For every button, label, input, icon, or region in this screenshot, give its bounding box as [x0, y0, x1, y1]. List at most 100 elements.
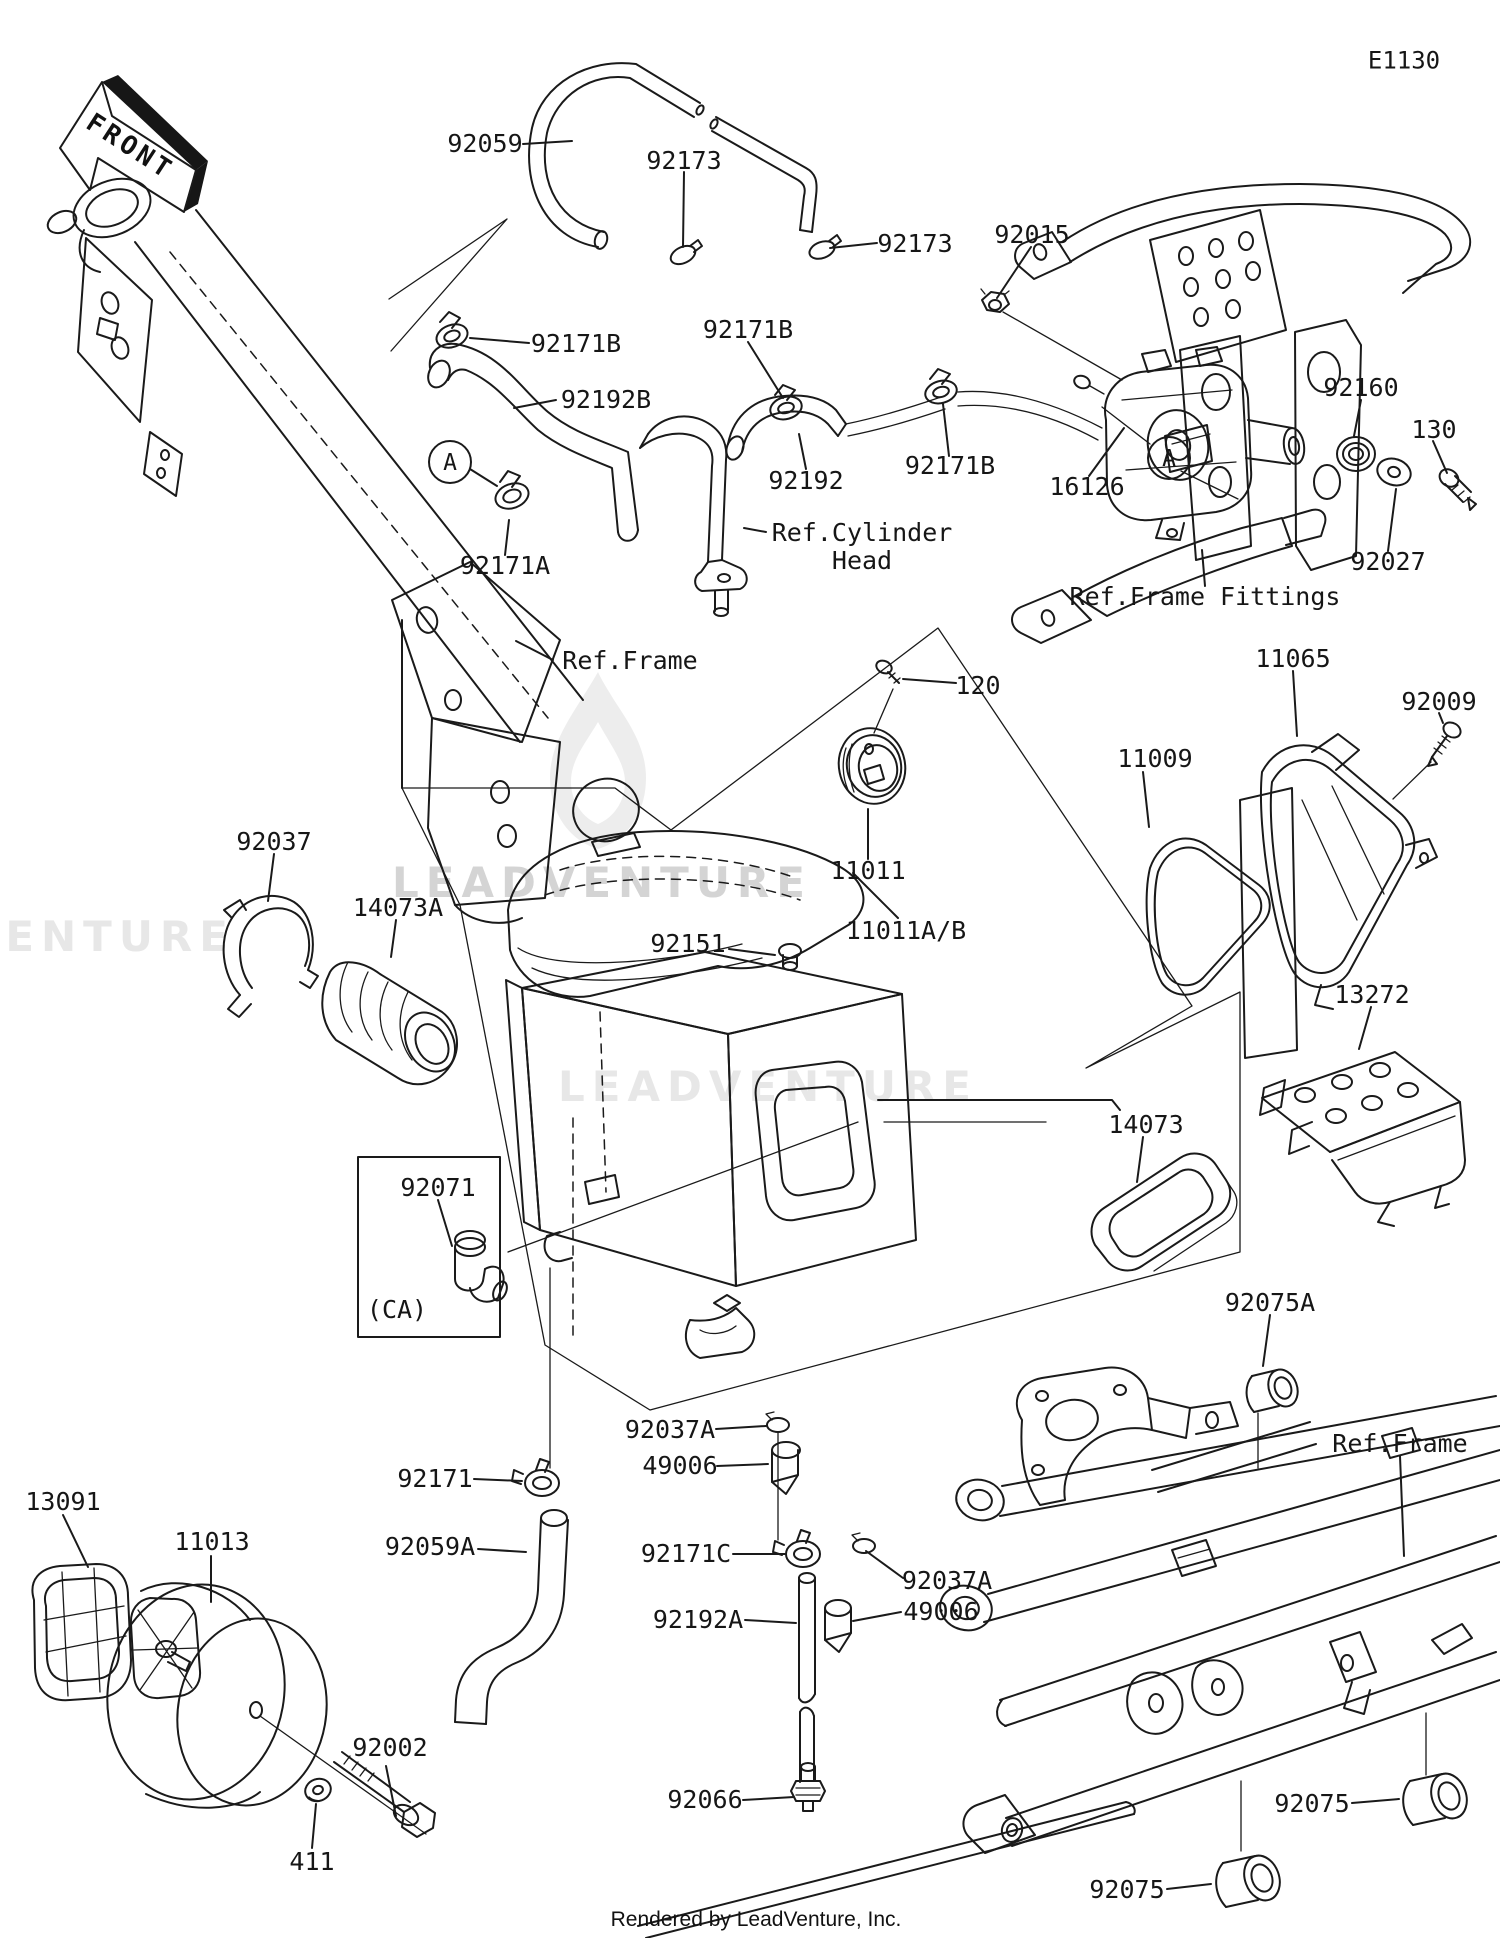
- cover-11065: [1239, 733, 1438, 1059]
- part-label-130: 130: [1411, 415, 1457, 444]
- valve-16126: [1073, 346, 1306, 541]
- ref-label-frame-fittings: Ref.Frame Fittings: [1069, 582, 1341, 611]
- part-label-92059: 92059: [447, 129, 523, 158]
- render-credit-caption: Rendered by LeadVenture, Inc.: [610, 1908, 902, 1931]
- watermark-flame-icon: [550, 672, 646, 849]
- part-label-92075-2: 92075: [1089, 1875, 1165, 1904]
- part-label-92075a: 92075A: [1224, 1288, 1316, 1317]
- pipe-92192a: [798, 1572, 816, 1783]
- part-label-14073: 14073: [1108, 1110, 1184, 1139]
- frame-front-section: [46, 177, 640, 924]
- clamp-92171c-icon: [772, 1529, 821, 1568]
- drain-fittings: [454, 1411, 876, 1812]
- tube-49006-icon: [824, 1599, 852, 1653]
- screw-92009-icon: [1427, 721, 1462, 767]
- part-label-411: 411: [289, 1847, 335, 1876]
- bushing-92075-icon: [1215, 1854, 1281, 1908]
- clamp-92171b-icon: [769, 384, 803, 421]
- note-label-ca: (CA): [366, 1295, 428, 1324]
- rear-frame: [637, 1366, 1500, 1938]
- clamp-92173-icon: [669, 239, 703, 266]
- part-label-11065: 11065: [1255, 644, 1331, 673]
- frame-fittings: [1011, 183, 1472, 644]
- part-label-11011ab: 11011A/B: [845, 916, 967, 945]
- part-label-92075: 92075: [1274, 1789, 1350, 1818]
- detail-marker-a-left: A: [443, 450, 457, 476]
- bracket-13272: [1259, 1051, 1466, 1227]
- part-label-92171c: 92171C: [640, 1539, 732, 1568]
- part-label-92009: 92009: [1401, 687, 1477, 716]
- part-label-92171a: 92171A: [459, 551, 551, 580]
- clamp-92171-icon: [511, 1458, 560, 1497]
- part-label-92059a: 92059A: [384, 1532, 476, 1561]
- elbow-92071-icon: [454, 1230, 508, 1303]
- fitting-92066-icon: [790, 1762, 826, 1812]
- grommet-92037a-icon: [765, 1411, 790, 1433]
- clamp-92171b-icon: [435, 311, 469, 349]
- cap-11011: [837, 727, 907, 805]
- seal-11009: [1145, 837, 1271, 996]
- part-label-92037: 92037: [236, 827, 312, 856]
- part-label-92002: 92002: [352, 1733, 428, 1762]
- vent-pipe-cylinder-head: [639, 415, 748, 617]
- bushing-92075a-icon: [1245, 1368, 1299, 1413]
- damper-92160-icon: [1336, 436, 1376, 472]
- part-label-92171b: 92171B: [530, 329, 622, 358]
- part-label-92015: 92015: [994, 220, 1070, 249]
- part-label-92027: 92027: [1350, 547, 1426, 576]
- leader-lines: [62, 140, 1448, 1890]
- page-code: E1130: [1367, 46, 1441, 75]
- hose-92059: [528, 62, 818, 250]
- part-label-92171b-3: 92171B: [904, 451, 996, 480]
- part-label-11013: 11013: [174, 1527, 250, 1556]
- clamp-92171b-icon: [924, 368, 958, 405]
- watermark-text-fragment: LEADVENTURE: [558, 1062, 978, 1111]
- ca-option-box: [357, 1156, 508, 1338]
- pad-14073: [1090, 1152, 1238, 1272]
- tube-49006-icon: [771, 1441, 801, 1495]
- part-label-92160: 92160: [1323, 373, 1399, 402]
- part-label-92192: 92192: [768, 466, 844, 495]
- washer-92027-icon: [1376, 457, 1412, 487]
- watermark-text-fragment: LEADVENTURE: [0, 912, 235, 961]
- part-label-11011: 11011: [830, 856, 906, 885]
- part-label-49006: 49006: [642, 1451, 718, 1480]
- air-cleaner-housing: [401, 627, 1241, 1411]
- part-label-92173-2: 92173: [877, 229, 953, 258]
- part-label-92171b-2: 92171B: [702, 315, 794, 344]
- hose-92192: [725, 390, 1103, 461]
- part-label-13091: 13091: [25, 1487, 101, 1516]
- part-label-16126: 16126: [1049, 472, 1125, 501]
- detail-marker-circles: [428, 436, 1191, 484]
- part-label-92151: 92151: [650, 929, 726, 958]
- element-holder-13091: [31, 1563, 202, 1702]
- part-label-11009: 11009: [1117, 744, 1193, 773]
- part-label-92071: 92071: [400, 1173, 476, 1202]
- bolt-130-icon: [1438, 468, 1477, 511]
- bushing-92075-icon: [1402, 1772, 1468, 1826]
- screw-120-icon: [875, 659, 901, 684]
- washer-411-icon: [304, 1777, 332, 1803]
- bolt-92151-icon: [778, 943, 802, 971]
- part-label-92192b: 92192B: [560, 385, 652, 414]
- front-arrow: [59, 75, 208, 213]
- part-label-92192a: 92192A: [652, 1605, 744, 1634]
- part-label-49006-2: 49006: [903, 1597, 979, 1626]
- hose-92059a: [454, 1509, 569, 1725]
- part-label-92066: 92066: [667, 1785, 743, 1814]
- nut-92015-icon: [980, 288, 1010, 313]
- clamp-ring-92037: [222, 894, 319, 1018]
- part-label-13272: 13272: [1334, 980, 1410, 1009]
- part-label-92171: 92171: [397, 1464, 473, 1493]
- detail-marker-a-right: A: [1162, 446, 1176, 472]
- clamp-92171a-icon: [494, 470, 530, 510]
- grommet-92037a-icon: [851, 1532, 876, 1554]
- ref-label-cylinder-head: Ref.Cylinder Head: [771, 518, 953, 575]
- bolt-92002-icon: [333, 1751, 436, 1838]
- duct-14073a: [321, 961, 458, 1086]
- part-label-92037a: 92037A: [624, 1415, 716, 1444]
- part-label-92037a-2: 92037A: [901, 1566, 993, 1595]
- ref-label-frame: Ref.Frame: [562, 646, 698, 675]
